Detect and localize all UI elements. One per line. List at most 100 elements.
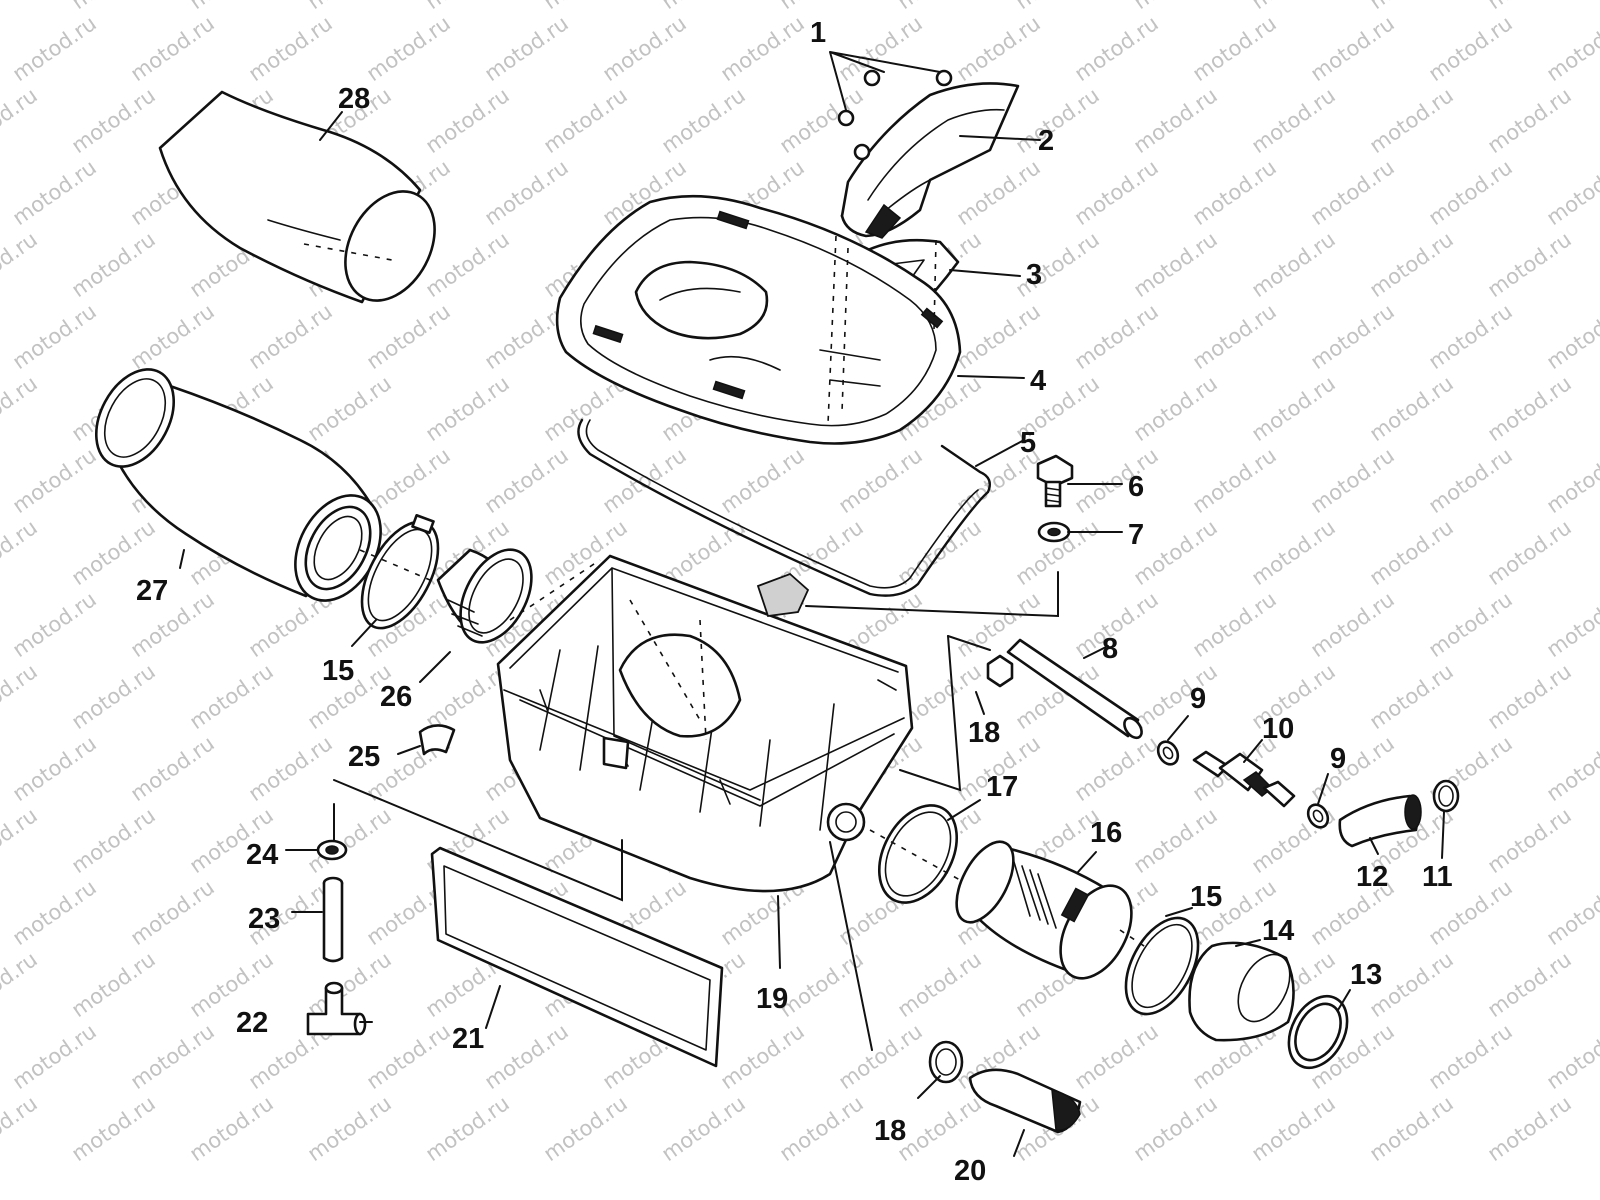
callout-15-upper: 15: [322, 655, 354, 687]
watermark-text: motod.ru: [244, 11, 337, 86]
watermark-text: motod.ru: [775, 1091, 868, 1166]
part-4-airbox-lid: [555, 194, 962, 445]
watermark-text: motod.ru: [303, 1091, 396, 1166]
watermark-text: motod.ru: [0, 947, 42, 1022]
watermark-text: motod.ru: [1011, 0, 1104, 14]
watermark-text: motod.ru: [1070, 1019, 1163, 1094]
watermark-text: motod.ru: [8, 443, 101, 518]
part-26-adapter: [436, 548, 533, 644]
watermark-text: motod.ru: [1188, 299, 1281, 374]
watermark-text: motod.ru: [1306, 587, 1399, 662]
watermark-text: motod.ru: [8, 299, 101, 374]
watermark-text: motod.ru: [1070, 299, 1163, 374]
watermark-text: motod.ru: [1247, 83, 1340, 158]
watermark-text: motod.ru: [952, 11, 1045, 86]
watermark-text: motod.ru: [8, 155, 101, 230]
part-9-washer-left: [1156, 740, 1180, 766]
watermark-text: motod.ru: [8, 1019, 101, 1094]
watermark-text: motod.ru: [775, 0, 868, 14]
watermark-text: motod.ru: [0, 659, 42, 734]
callout-13: 13: [1350, 959, 1382, 991]
watermark-text: motod.ru: [834, 11, 927, 86]
callout-16: 16: [1090, 817, 1122, 849]
part-25-clip: [418, 724, 456, 756]
part-13-clamp: [1287, 994, 1349, 1070]
watermark-text: motod.ru: [0, 515, 42, 590]
watermark-text: motod.ru: [8, 875, 101, 950]
watermark-text: motod.ru: [0, 803, 42, 878]
part-5-seal: [577, 418, 991, 597]
watermark-text: motod.ru: [834, 1019, 927, 1094]
watermark-text: motod.ru: [1070, 11, 1163, 86]
part-18-clamp-lower: [928, 1040, 964, 1084]
watermark-text: motod.ru: [1365, 83, 1458, 158]
watermark-text: motod.ru: [1483, 659, 1576, 734]
watermark-text: motod.ru: [480, 155, 573, 230]
callout-2: 2: [1038, 125, 1054, 157]
watermark-text: motod.ru: [1483, 515, 1576, 590]
part-15-clamp-lower: [1124, 916, 1200, 1016]
callout-15-lower: 15: [1190, 881, 1222, 913]
watermark-text: motod.ru: [0, 83, 42, 158]
callout-5: 5: [1020, 427, 1036, 459]
part-24-clamp: [316, 839, 348, 861]
watermark-text: motod.ru: [0, 0, 42, 14]
part-2-intake-duct: [840, 82, 1020, 239]
watermark-text: motod.ru: [1424, 299, 1517, 374]
watermark-text: motod.ru: [0, 371, 42, 446]
watermark-text: motod.ru: [1011, 83, 1104, 158]
watermark-text: motod.ru: [1542, 587, 1600, 662]
callout-20: 20: [954, 1155, 986, 1187]
watermark-text: motod.ru: [126, 875, 219, 950]
part-12-drain-hose: [1338, 794, 1422, 848]
watermark-text: motod.ru: [1542, 11, 1600, 86]
watermark-text: motod.ru: [1424, 443, 1517, 518]
watermark-text: motod.ru: [1483, 803, 1576, 878]
watermark-text: motod.ru: [303, 371, 396, 446]
watermark-text: motod.ru: [1011, 227, 1104, 302]
watermark-text: motod.ru: [0, 1091, 42, 1166]
watermark-text: motod.ru: [1188, 587, 1281, 662]
watermark-text: motod.ru: [1483, 1091, 1576, 1166]
watermark-text: motod.ru: [185, 659, 278, 734]
part-20-breather-hose: [968, 1068, 1082, 1134]
watermark-text: motod.ru: [1129, 0, 1222, 14]
watermark-text: motod.ru: [185, 1091, 278, 1166]
callout-10: 10: [1262, 713, 1294, 745]
callout-3: 3: [1026, 259, 1042, 291]
callout-26: 26: [380, 681, 412, 713]
callout-8: 8: [1102, 633, 1118, 665]
watermark-text: motod.ru: [1542, 299, 1600, 374]
watermark-text: motod.ru: [8, 587, 101, 662]
callout-25: 25: [348, 741, 380, 773]
watermark-text: motod.ru: [244, 299, 337, 374]
watermark-text: motod.ru: [1483, 83, 1576, 158]
watermark-text: motod.ru: [1188, 155, 1281, 230]
watermark-text: motod.ru: [1542, 875, 1600, 950]
watermark-text: motod.ru: [1070, 731, 1163, 806]
watermark-text: motod.ru: [67, 0, 160, 14]
callout-7: 7: [1128, 519, 1144, 551]
watermark-text: motod.ru: [893, 0, 986, 14]
part-14-boot: [1188, 941, 1295, 1042]
callout-24: 24: [246, 839, 278, 871]
part-27-filter-element: [95, 368, 382, 602]
leader-lines: [179, 51, 1445, 1157]
watermark-text: motod.ru: [421, 0, 514, 14]
callout-18-lower: 18: [874, 1115, 906, 1147]
watermark-text: motod.ru: [1424, 11, 1517, 86]
watermark-text: motod.ru: [1483, 371, 1576, 446]
part-7-washer: [1037, 521, 1071, 543]
part-16-throttle-adapter: [955, 840, 1133, 980]
callout-6: 6: [1128, 471, 1144, 503]
watermark-text: motod.ru: [126, 299, 219, 374]
part-17-o-ring: [878, 804, 958, 904]
watermark-text: motod.ru: [1542, 155, 1600, 230]
watermark-text: motod.ru: [303, 803, 396, 878]
watermark-text: motod.ru: [480, 443, 573, 518]
callout-27: 27: [136, 575, 168, 607]
watermark-text: motod.ru: [67, 1091, 160, 1166]
watermark-text: motod.ru: [67, 227, 160, 302]
watermark-text: motod.ru: [1306, 155, 1399, 230]
